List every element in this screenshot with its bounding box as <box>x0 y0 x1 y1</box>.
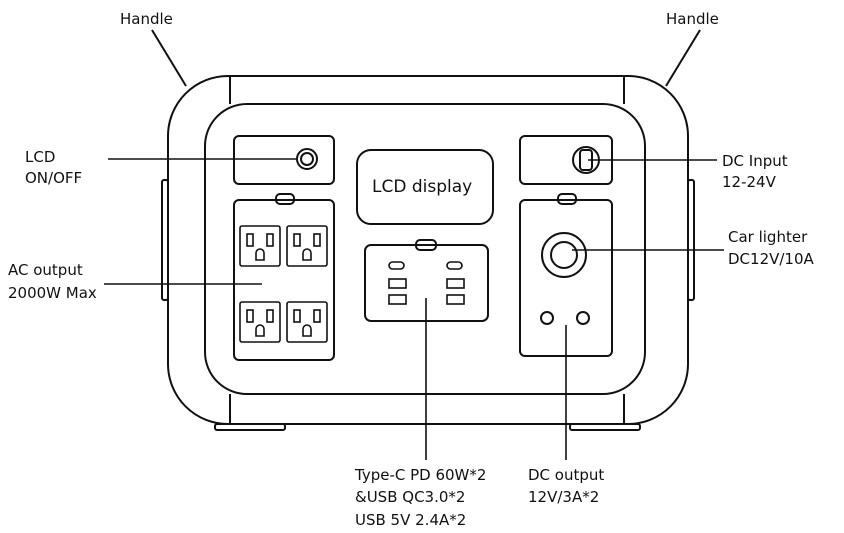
ac-outlet-ground <box>302 248 312 261</box>
usb-a-port[interactable] <box>388 294 407 305</box>
car-lighter-socket-inner <box>550 241 578 269</box>
handle-left-leader <box>151 29 187 87</box>
dc-output-indicator <box>557 193 577 205</box>
type-c-port[interactable] <box>446 261 463 270</box>
ac-outlet-slot-left <box>293 233 301 247</box>
usb-label-line3: USB 5V 2.4A*2 <box>355 511 466 529</box>
dc-output-port-1[interactable] <box>540 311 554 325</box>
ac-outlet-ground <box>255 324 265 337</box>
ac-outlet-ground <box>302 324 312 337</box>
dc-input-label-line1: DC Input <box>722 152 788 170</box>
dc-input-label-line2: 12-24V <box>722 173 777 191</box>
dc-output-label-line2: 12V/3A*2 <box>528 488 599 506</box>
type-c-port[interactable] <box>388 261 405 270</box>
ac-outlet-frame <box>286 225 328 267</box>
ac-outlet-slot-right <box>313 309 321 323</box>
ac-outlet-slot-left <box>293 309 301 323</box>
ac-output-panel <box>233 199 335 361</box>
car-lighter-label-line2: DC12V/10A <box>728 250 815 268</box>
ac-outlet-slot-right <box>266 309 274 323</box>
ac-output-label-line2: 2000W Max <box>8 284 97 302</box>
ac-outlet-slot-left <box>246 233 254 247</box>
usb-label-line2: &USB QC3.0*2 <box>355 488 465 506</box>
lcd-onoff-button[interactable] <box>296 148 318 170</box>
ac-outlet-frame <box>239 225 281 267</box>
lcd-onoff-panel <box>233 135 335 185</box>
car-lighter-socket[interactable] <box>541 232 587 278</box>
dc-output-port-2[interactable] <box>576 311 590 325</box>
car-lighter-label-line1: Car lighter <box>728 228 808 246</box>
foot-left <box>214 423 286 431</box>
device-inner-panel <box>204 103 646 395</box>
usb-panel-indicator <box>415 239 437 251</box>
dc-output-label-line1: DC output <box>528 466 604 484</box>
handle-right-leader <box>665 29 701 87</box>
lcd-onoff-label-line2: ON/OFF <box>25 169 82 187</box>
ac-output-label-line1: AC output <box>8 261 83 279</box>
ac-outlet[interactable] <box>286 225 328 267</box>
usb-a-port[interactable] <box>446 278 465 289</box>
ac-outlet-ground <box>255 248 265 261</box>
ac-outlet[interactable] <box>286 301 328 343</box>
ac-outlet[interactable] <box>239 301 281 343</box>
ac-outlet[interactable] <box>239 225 281 267</box>
usb-ports-group <box>388 261 465 305</box>
ac-outlet-slot-left <box>246 309 254 323</box>
ac-output-indicator <box>275 193 295 205</box>
lcd-display-label: LCD display <box>372 177 472 197</box>
usb-a-port[interactable] <box>388 278 407 289</box>
lcd-display-screen <box>356 149 494 225</box>
lcd-onoff-button-inner <box>300 152 314 166</box>
lcd-onoff-label-line1: LCD <box>25 148 55 166</box>
ac-outlet-frame <box>286 301 328 343</box>
usb-a-port[interactable] <box>446 294 465 305</box>
ac-outlet-frame <box>239 301 281 343</box>
handle-right-label: Handle <box>666 10 719 28</box>
side-vent-right <box>687 179 695 301</box>
ac-outlets-group <box>239 225 328 343</box>
usb-label-line1: Type-C PD 60W*2 <box>354 466 486 484</box>
handle-left-label: Handle <box>120 10 173 28</box>
ac-outlet-slot-right <box>266 233 274 247</box>
ac-outlet-slot-right <box>313 233 321 247</box>
side-vent-left <box>161 179 169 301</box>
foot-right <box>569 423 641 431</box>
